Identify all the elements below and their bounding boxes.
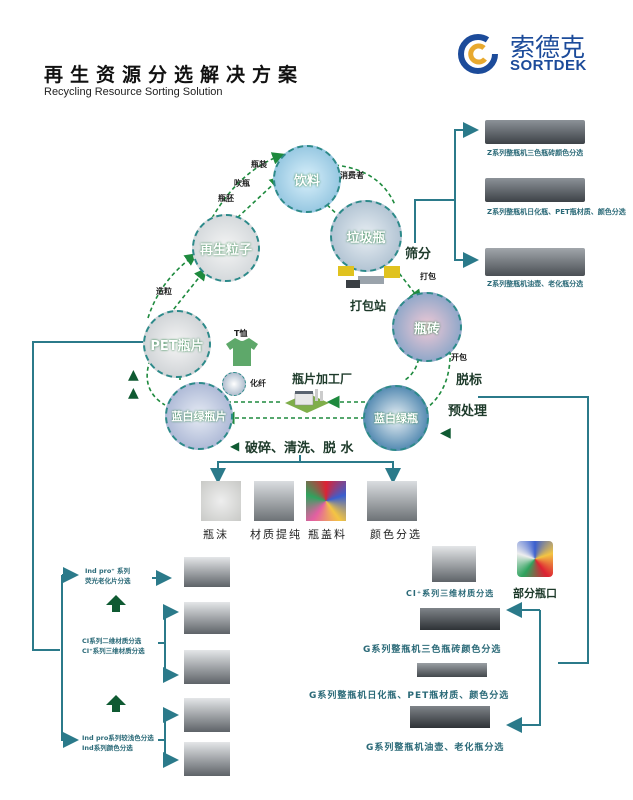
z-series-caption-3: Z系列整瓶机油壶、老化瓶分选 (487, 280, 584, 288)
g-series-machine-2 (417, 663, 487, 677)
g-series-machine-3 (410, 706, 490, 728)
z-series-caption-1: Z系列整瓶机三色瓶砖颜色分选 (487, 149, 584, 157)
product-label-purity: 材质提纯 (250, 528, 302, 541)
g-series-caption-3: G系列整瓶机油壶、老化瓶分选 (366, 743, 505, 753)
z-series-machine-1 (485, 120, 585, 144)
partial-caps-image (517, 541, 553, 577)
label-delabel: 脱标 (456, 373, 483, 388)
label-blow-molding: 吹瓶 (234, 179, 250, 188)
product-image-cap-material (306, 481, 346, 521)
node-trash-bottle: 垃圾瓶 (330, 200, 402, 272)
ci-plus-caption: CI⁺系列三维材质分选 (406, 589, 495, 598)
g-series-caption-2: G系列整瓶机日化瓶、PET瓶材质、颜色分选 (309, 691, 510, 701)
product-image-flake (201, 481, 241, 521)
label-chemical-fiber: 化纤 (250, 379, 266, 388)
line-z-bottom (454, 200, 479, 268)
node-blue-white-green-bottle: 蓝白绿瓶 (363, 385, 429, 451)
ci-plus-machine (184, 650, 230, 684)
line-ind-split (158, 707, 179, 741)
line-z-top (454, 122, 479, 200)
chevron-left-icon: ◀ (440, 425, 451, 441)
label-pelletize: 造粒 (156, 287, 172, 296)
edge-pet-pellet-outer (147, 253, 198, 319)
label-pretreatment: 预处理 (448, 404, 488, 419)
z-series-machine-2 (485, 178, 585, 202)
node-blue-white-green-flake: 蓝白绿瓶片 (165, 382, 233, 450)
line-screening-z (414, 199, 455, 243)
label-crush-wash-dewater: 破碎、清洗、脱 水 (245, 441, 354, 456)
page-title-en: Recycling Resource Sorting Solution (44, 86, 223, 98)
edge-beverage-trash-outer (334, 164, 396, 206)
line-g-vertical (506, 610, 541, 733)
sortdek-logo-icon (458, 34, 498, 74)
line-crush-down (210, 455, 301, 484)
product-image-purity-machine (254, 481, 294, 521)
chevron-left-icon: ◀ (230, 439, 240, 453)
t-shirt-icon (226, 338, 258, 366)
ci-machine (184, 602, 230, 634)
label-unpack: 开包 (451, 353, 467, 362)
baling-station-icon (338, 266, 400, 288)
ci-plus-3d-machine (432, 546, 476, 582)
up-arrow-icon (106, 695, 126, 712)
page-title-cn: 再生资源分选解决方案 (44, 64, 305, 86)
left-series-1: Ind pro⁺ 系列 荧光老化片分选 (85, 567, 131, 585)
edge-beverage-trash (321, 199, 348, 225)
label-consumer: 消费者 (340, 171, 364, 180)
factory-icon (285, 389, 329, 413)
product-label-color: 颜色分选 (370, 528, 422, 541)
left-series-2: CI系列二维材质分选 CI⁺系列三维材质分选 (82, 637, 145, 655)
label-screening: 筛分 (405, 247, 432, 262)
g-series-caption-1: G系列整瓶机三色瓶砖颜色分选 (363, 645, 502, 655)
product-image-color-machine (367, 481, 417, 521)
product-label-flake: 瓶沫 (203, 528, 229, 541)
label-t-shirt: T恤 (234, 329, 248, 338)
product-label-cap: 瓶盖料 (308, 528, 347, 541)
chevron-up-icon: ▲ (128, 385, 139, 401)
line-pretreat-g (478, 396, 589, 664)
label-bottling: 瓶装 (251, 160, 267, 169)
logo-text-en: SORTDEK (510, 57, 587, 74)
ind-pro-machine (184, 698, 230, 732)
z-series-machine-3 (485, 248, 585, 276)
node-pet-flake: PET瓶片 (143, 310, 211, 378)
ind-pro-plus-machine (184, 557, 230, 587)
label-flake-factory: 瓶片加工厂 (292, 372, 353, 386)
logo-text-cn: 索德克 (510, 33, 586, 62)
node-chemical-fiber-spool (222, 372, 246, 396)
node-beverage: 饮料 (273, 145, 341, 213)
g-series-machine-1 (420, 608, 500, 630)
line-pet-left (32, 341, 145, 651)
label-baling-station: 打包站 (350, 299, 387, 313)
ind-machine (184, 742, 230, 776)
chevron-up-icon: ▲ (128, 367, 139, 383)
up-arrow-icon (106, 595, 126, 612)
edge-pellet-beverage (221, 175, 283, 233)
z-series-caption-2: Z系列整瓶机日化瓶、PET瓶材质、颜色分选 (487, 208, 626, 216)
node-bale: 瓶砖 (392, 292, 462, 362)
line-ci-split (158, 604, 179, 644)
partial-caps-label: 部分瓶口 (513, 587, 557, 600)
label-preform: 瓶胚 (218, 194, 234, 203)
edge-pellet-beverage-outer (211, 152, 286, 219)
left-series-3: Ind pro系列较浅色分选 Ind系列颜色分选 (82, 734, 154, 752)
node-recycled-pellet: 再生粒子 (192, 214, 260, 282)
line-left-vertical (61, 575, 79, 748)
label-baling: 打包 (420, 272, 436, 281)
